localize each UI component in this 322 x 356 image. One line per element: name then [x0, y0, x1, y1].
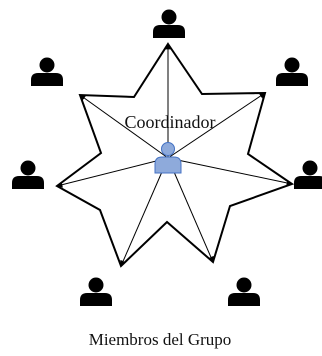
member-person-icon-2 [31, 57, 63, 86]
arrow-to-member-2 [79, 94, 169, 159]
arrow-to-member-7 [167, 157, 214, 263]
member-person-icon-6 [80, 277, 112, 306]
coordinator-label: Coordinador [125, 112, 216, 132]
member-person-icon-1 [153, 9, 185, 38]
star-outline [55, 42, 295, 268]
arrow-to-member-6 [120, 157, 169, 267]
coordinator-person-icon [154, 142, 182, 174]
members-label: Miembros del Grupo [89, 330, 232, 349]
member-person-icon-4 [12, 160, 44, 189]
member-person-icon-5 [294, 160, 322, 189]
arrow-to-member-5 [167, 157, 293, 186]
members-group [12, 9, 322, 306]
member-person-icon-3 [276, 57, 308, 86]
arrow-to-member-3 [167, 92, 266, 159]
arrow-group [56, 43, 293, 267]
member-person-icon-7 [228, 277, 260, 306]
coordinator-node: Coordinador [125, 112, 216, 174]
arrow-to-member-4 [56, 157, 169, 188]
